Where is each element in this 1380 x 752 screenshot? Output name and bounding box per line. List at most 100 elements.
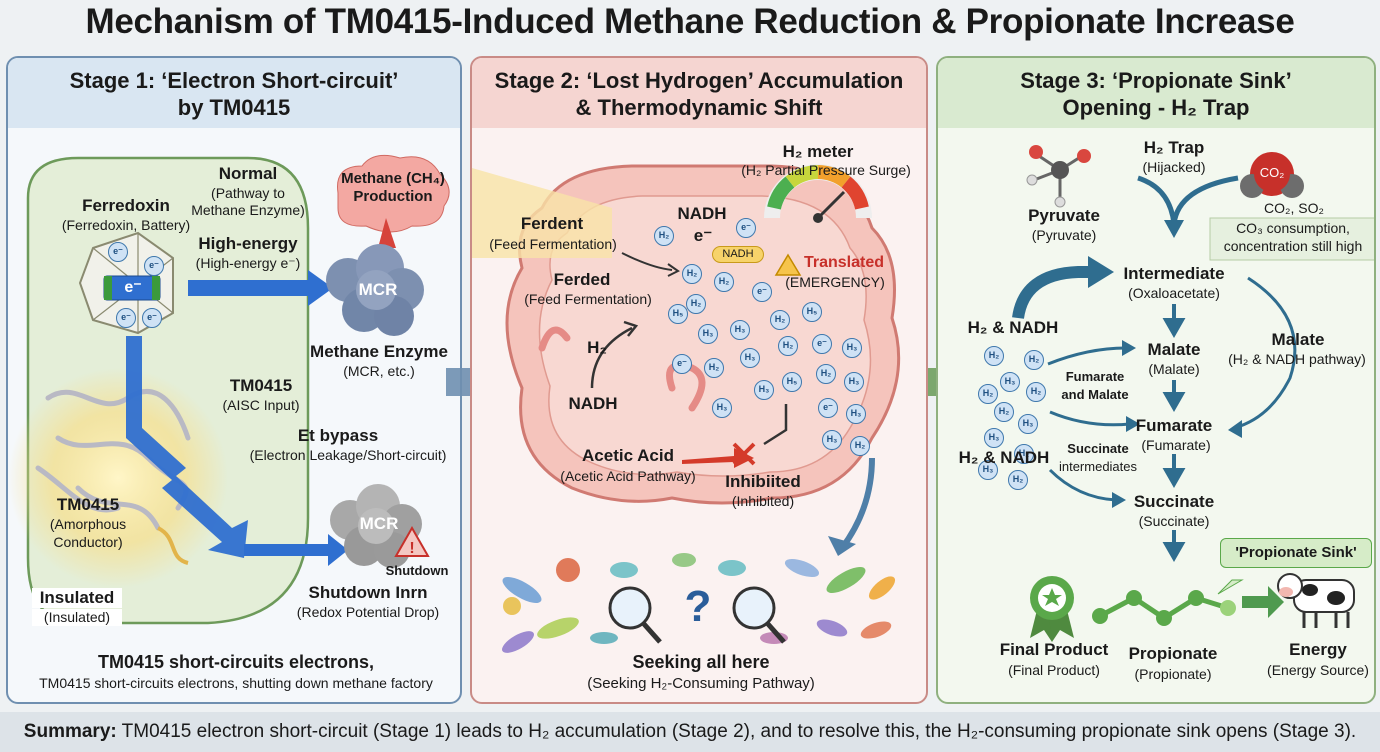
intermediate-label: Intermediate <box>1123 264 1225 283</box>
ferded-sublabel: (Feed Fermentation) <box>524 291 652 307</box>
tm0415-conductor-sublabel-2: Conductor) <box>53 534 123 550</box>
malate-right-label: Malate <box>1271 330 1325 349</box>
ferredoxin-sublabel: (Ferredoxin, Battery) <box>61 217 191 233</box>
nadh-top-label: NADH <box>677 204 727 223</box>
stage2-panel: Stage 2: ‘Lost Hydrogen’ Accumulation & … <box>470 56 928 704</box>
pathway-arrows <box>1162 304 1186 563</box>
energy-sublabel: (Energy Source) <box>1267 662 1369 678</box>
svg-text:!: ! <box>409 540 414 557</box>
page-title: Mechanism of TM0415-Induced Methane Redu… <box>85 2 1295 41</box>
fumarate-malate-line2: and Malate <box>1061 387 1129 402</box>
ferdent-banner <box>472 168 612 258</box>
intermediate-sublabel: (Oxaloacetate) <box>1128 285 1220 301</box>
co2-so2-label: CO₂, SO₂ <box>1264 200 1324 216</box>
stage1-header-line2: by TM0415 <box>177 95 291 120</box>
acetic-acid-sublabel: (Acetic Acid Pathway) <box>560 468 696 484</box>
h2-nadh-label-1: H₂ & NADH <box>967 318 1059 337</box>
h2-gauge <box>764 164 872 223</box>
stage3-header: Stage 3: ‘Propionate Sink’ Opening - H₂ … <box>938 58 1374 128</box>
warning-icon <box>394 525 430 557</box>
insulated-label: Insulated <box>32 588 122 608</box>
et-bypass-sublabel: (Electron Leakage/Short-circuit) <box>249 447 447 463</box>
award-ribbon-icon <box>1030 576 1074 642</box>
inhibited-label: Inhibiited <box>725 472 801 491</box>
high-energy-arrow <box>188 270 333 306</box>
conductor-glow <box>8 368 228 588</box>
stage1-panel: Stage 1: ‘Electron Short-circuit’ by TM0… <box>6 56 462 704</box>
succinate-intermediates-line2: intermediates <box>1058 459 1138 474</box>
co2-box <box>1209 217 1374 261</box>
tm0415-conductor-sublabel-1: (Amorphous <box>49 516 127 532</box>
fumarate-label: Fumarate <box>1135 416 1213 435</box>
et-bypass-label: Et bypass <box>297 426 379 445</box>
methane-enzyme-label: Methane Enzyme <box>310 342 448 361</box>
methane-production-line1: Methane (CH₄) <box>341 170 445 187</box>
stage3-graphics <box>1012 145 1374 642</box>
fumarate-malate-line1: Fumarate <box>1065 369 1125 384</box>
succinate-label: Succinate <box>1133 492 1215 511</box>
energy-label: Energy <box>1289 640 1347 659</box>
summary-text: TM0415 electron short-circuit (Stage 1) … <box>116 721 1357 742</box>
mcr-active-label: MCR <box>358 280 398 299</box>
acetic-acid-label: Acetic Acid <box>582 446 674 465</box>
mcr-inactive-label: MCR <box>359 514 399 533</box>
microbe-group <box>502 553 896 653</box>
inhibited-sublabel: (Inhibited) <box>731 493 795 509</box>
h2-trap-sublabel: (Hijacked) <box>1142 159 1206 175</box>
tm0415-input-label: TM0415 <box>229 376 293 395</box>
stage1-graphics: ! <box>8 154 450 625</box>
h2-meter-label: H₂ meter <box>782 142 854 161</box>
normal-sublabel-2: Methane Enzyme) <box>191 202 305 218</box>
h2-trap-label: H₂ Trap <box>1143 138 1205 157</box>
stage1-header: Stage 1: ‘Electron Short-circuit’ by TM0… <box>8 58 460 128</box>
energy-arrow <box>1242 586 1284 618</box>
h2-label: H₂ <box>587 338 607 357</box>
mcr-active <box>326 244 424 336</box>
insulated-sublabel: (Insulated) <box>32 609 122 626</box>
methane-enzyme-sublabel: (MCR, etc.) <box>343 363 415 379</box>
stage1-footer-title: TM0415 short-circuits electrons, <box>97 652 375 672</box>
h2-meter-sublabel: (H₂ Partial Pressure Surge) <box>741 162 911 178</box>
h2-curve-arrow <box>590 326 633 389</box>
succinate-intermediates-line1: Succinate <box>1067 441 1129 456</box>
nadh-badge: NADH <box>712 246 764 263</box>
shutdown-inrn-label: Shutdown Inrn <box>308 583 428 602</box>
magnifier-icon-left <box>608 586 662 644</box>
pyruvate-label: Pyruvate <box>1028 206 1100 225</box>
final-product-sublabel: (Final Product) <box>1008 662 1100 678</box>
stage3-header-line1: Stage 3: ‘Propionate Sink’ <box>1020 68 1292 93</box>
stage2-header-line2: & Thermodynamic Shift <box>575 95 823 120</box>
mcr-inactive <box>330 484 422 568</box>
methane-production-line2: Production <box>353 188 433 205</box>
normal-label: Normal <box>218 164 278 183</box>
curve-to-intermediate <box>1012 266 1094 320</box>
shutdown-label: Shutdown <box>385 563 449 578</box>
malate-right-sublabel: (H₂ & NADH pathway) <box>1228 351 1366 367</box>
succinate-sublabel: (Succinate) <box>1138 513 1210 529</box>
translated-warning-icon <box>774 253 802 276</box>
summary-bar: Summary: TM0415 electron short-circuit (… <box>0 712 1380 752</box>
ferredoxin-label: Ferredoxin <box>82 196 170 215</box>
malate-label: Malate <box>1147 340 1201 359</box>
trap-arrow-left <box>1137 175 1177 225</box>
summary-label: Summary: <box>23 721 117 742</box>
stage2-header: Stage 2: ‘Lost Hydrogen’ Accumulation & … <box>472 58 926 128</box>
tm0415-input-sublabel: (AISC Input) <box>222 397 300 413</box>
malate-sublabel: (Malate) <box>1148 361 1200 377</box>
fumarate-sublabel: (Fumarate) <box>1141 437 1211 453</box>
trap-arrow-right <box>1171 175 1239 225</box>
seeking-label: Seeking all here <box>632 652 770 672</box>
co2-box-line1: CO₃ consumption, <box>1236 220 1350 236</box>
nadh-label: NADH <box>568 394 618 413</box>
normal-sublabel-1: (Pathway to <box>211 185 285 201</box>
stage3-panel: Stage 3: ‘Propionate Sink’ Opening - H₂ … <box>936 56 1376 704</box>
tm0415-conductor-label: TM0415 <box>56 495 120 514</box>
propionate-sublabel: (Propionate) <box>1134 666 1212 682</box>
battery-electron-label: e⁻ <box>124 279 142 296</box>
final-product-label: Final Product <box>999 640 1109 659</box>
h2-nadh-label-2: H₂ & NADH <box>958 448 1050 467</box>
ferded-label: Ferded <box>553 270 611 289</box>
co2-icon <box>1240 152 1304 198</box>
translated-label: Translated <box>803 254 885 271</box>
electron-top-label: e⁻ <box>693 226 713 245</box>
